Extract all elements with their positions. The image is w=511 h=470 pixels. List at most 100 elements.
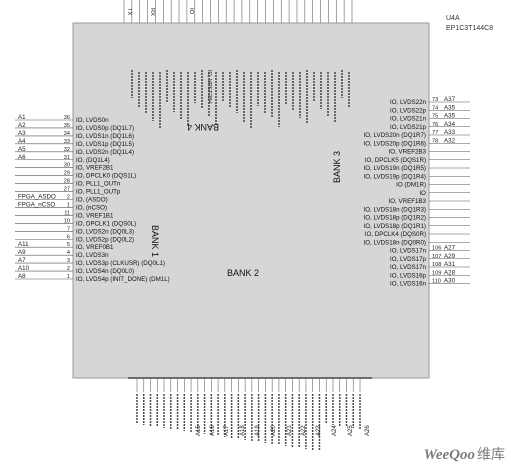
left-pin-number: 31 <box>64 155 70 161</box>
right-pin-number: 109 <box>432 270 441 276</box>
left-pin-name: IO, LVDS0n <box>76 117 109 124</box>
left-pin-name: IO, LVDS4n (DQ0L0) <box>76 268 134 275</box>
left-pin-name: IO, (DQ1L4) <box>76 157 110 164</box>
right-pin-name: IO, LVDS20n (DQ1R7) <box>364 132 426 139</box>
left-pin-number: 33 <box>64 139 70 145</box>
bottom-net-label: A16 <box>210 425 216 436</box>
left-pin-net: A4 <box>18 138 26 145</box>
left-pin-name: IO, LVDS3n <box>76 252 109 259</box>
right-pin-name: IO, LVDS20p (DQ1R6) <box>364 140 426 147</box>
right-pin-name: IO, LVDS21n <box>390 116 427 123</box>
top-pin-group: TX RX IO IO, VREF2B4 <box>123 0 353 129</box>
left-pin-number: 30 <box>64 163 70 169</box>
left-pin-number: 27 <box>64 187 70 193</box>
bottom-net-label: A25 <box>348 425 354 436</box>
left-pin-net: A5 <box>18 146 26 153</box>
right-pin-net: A32 <box>444 137 456 144</box>
left-pin-name: IO, PLL1_OUTp <box>76 189 121 196</box>
left-pin-net: A11 <box>18 241 29 248</box>
right-pin-net: A28 <box>444 269 456 276</box>
left-pin-net: A1 <box>18 114 26 121</box>
right-pin-net: A33 <box>444 129 456 136</box>
top-pin-label: TX <box>126 8 132 16</box>
left-pin-number: 11 <box>64 210 70 216</box>
left-pin-net: A7 <box>18 257 26 264</box>
right-pin-name: IO, VREF1B3 <box>389 198 427 205</box>
left-pin-number: 35 <box>64 123 70 129</box>
bottom-net-label: A26 <box>365 425 371 436</box>
watermark-suffix: 维库 <box>477 447 505 463</box>
bottom-net-label: A21 <box>287 425 293 436</box>
right-pin-name: IO, LVDS16n <box>390 281 427 288</box>
right-pin-number: 73 <box>432 97 438 103</box>
right-pin-name: IO, LVDS17p <box>390 256 427 263</box>
left-pin-net: FPGA_ASDO <box>18 194 56 201</box>
right-pin-net: A31 <box>444 261 456 268</box>
bottom-net-label: A17 <box>224 425 230 436</box>
right-pin-net: A35 <box>444 113 456 120</box>
bottom-net-label: A19 <box>255 425 261 436</box>
right-pin-net: A29 <box>444 253 456 260</box>
right-pin-number: 74 <box>432 105 438 111</box>
left-pin-name: IO, LVDS2n (DQ0L3) <box>76 228 134 235</box>
left-pin-name: IO, VREF1B1 <box>76 212 114 219</box>
part-ref: U4A <box>446 15 460 22</box>
right-pin-net: A37 <box>444 96 456 103</box>
left-pin-number: 7 <box>67 226 70 232</box>
right-pin-number: 75 <box>432 114 438 120</box>
top-pin-label: IO <box>188 8 194 15</box>
left-pin-name: IO, LVDS3p (CLKUSR) (DQ0L1) <box>76 260 165 267</box>
right-pin-name: IO, LVDS18n (DQ1R3) <box>364 206 426 213</box>
right-pin-name: IO, LVDS17n <box>390 264 427 271</box>
right-pin-net: A27 <box>444 245 456 252</box>
right-pin-name: IO, VREF2B3 <box>389 149 427 156</box>
left-pin-net: A3 <box>18 130 26 137</box>
left-pin-number: 32 <box>64 147 70 153</box>
right-pin-name: IO, LVDS19p (DQ1R4) <box>364 173 426 180</box>
left-pin-name: IO, PLL1_OUTn <box>76 181 121 188</box>
left-pin-number: 4 <box>67 250 70 256</box>
right-pin-net: A34 <box>444 121 456 128</box>
bank2-label: BANK 2 <box>227 268 259 278</box>
bank4-label: BANK 4 <box>187 122 219 132</box>
right-pin-name: IO (DM1R) <box>396 182 426 189</box>
left-pin-number: 1 <box>67 202 70 208</box>
right-pin-name: IO <box>419 190 426 197</box>
right-pin-name: IO, DPCLK4 (DQS0R) <box>365 231 426 238</box>
left-pin-name: IO, VREF0B1 <box>76 244 114 251</box>
right-pin-name: IO, LVDS22p <box>390 107 427 114</box>
left-pin-name: IO, LVDS1p (DQ1L5) <box>76 141 134 148</box>
right-pin-number: 106 <box>432 246 441 252</box>
left-pin-name: IO, DPCLK1 (DQS0L) <box>76 220 136 227</box>
left-pin-number: 28 <box>64 179 70 185</box>
right-pin-number: 76 <box>432 122 438 128</box>
left-pin-name: IO, (nCSO) <box>76 204 107 211</box>
bottom-net-label: A18 <box>240 425 246 436</box>
left-pin-number: 3 <box>67 258 70 264</box>
left-pin-number: 6 <box>67 234 70 240</box>
right-pin-name: IO, LVDS17n <box>390 248 427 255</box>
right-pin-number: 110 <box>432 279 441 285</box>
top-inner-label: IO, VREF2B4 <box>206 70 212 104</box>
left-pin-net: A6 <box>18 154 26 161</box>
right-pin-name: IO, LVDS18p (DQ1R1) <box>364 223 426 230</box>
left-pin-number: 5 <box>67 242 70 248</box>
left-pin-number: 2 <box>67 266 70 272</box>
right-pin-net: A30 <box>444 278 456 285</box>
bottom-net-label: A22 <box>301 425 307 436</box>
bottom-net-label: A15 <box>196 425 202 436</box>
left-pin-name: IO, VREF2B1 <box>76 165 114 172</box>
left-pin-net: A8 <box>18 273 26 280</box>
left-pin-name: IO, LVDS2p (DQ0L2) <box>76 236 134 243</box>
left-pin-number: 34 <box>64 131 70 137</box>
right-pin-net: A35 <box>444 104 456 111</box>
right-pin-name: IO, DPCLK5 (DQS1R) <box>365 157 426 164</box>
top-pin-label: RX <box>149 8 155 16</box>
left-pin-name: IO, LVDS2n (DQ1L4) <box>76 149 134 156</box>
left-pin-number: 36 <box>64 115 70 121</box>
left-pin-net: A10 <box>18 265 30 272</box>
right-pin-number: 107 <box>432 254 441 260</box>
right-pin-number: 108 <box>432 262 441 268</box>
